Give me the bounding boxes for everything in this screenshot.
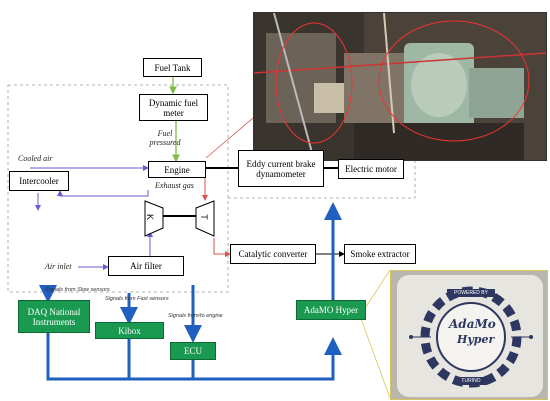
fuel-tank-box: Fuel Tank xyxy=(143,58,202,77)
compressor-shape xyxy=(144,200,164,237)
air-inlet-label: Air inlet xyxy=(45,262,72,271)
intercooler-box: Intercooler xyxy=(9,171,69,191)
cooled-air-label: Cooled air xyxy=(18,154,53,163)
logo-powered-by: POWERED BY xyxy=(447,289,495,297)
signal-fast-label: Signals from Fast sensors xyxy=(105,296,169,302)
test-cell-boundary xyxy=(7,84,229,293)
fuel-pressured-label: Fuel pressured xyxy=(149,129,181,147)
logo-brand: TURINO xyxy=(455,377,487,385)
engine-bench-illustration xyxy=(254,13,546,160)
daq-box: DAQ National Instruments xyxy=(18,300,90,333)
engine-box: Engine xyxy=(148,161,206,178)
smoke-extractor-box: Smoke extractor xyxy=(344,244,416,264)
turbine-shape xyxy=(195,200,215,237)
ecu-box: ECU xyxy=(170,342,216,360)
dynamometer-box: Eddy current brake dynamometer xyxy=(238,150,324,187)
turbine-label: T xyxy=(198,214,209,220)
signal-slow-label: Signals from Slow sensors xyxy=(45,287,110,293)
kibox-box: Kibox xyxy=(95,322,164,339)
adamo-hyper-box: AdaMO Hyper xyxy=(296,300,366,320)
engine-bench-photo xyxy=(253,12,547,161)
catalytic-converter-box: Catalytic converter xyxy=(230,244,316,264)
logo-sub: Hyper xyxy=(457,333,495,346)
adamo-device-photo: POWERED BY AdaMo Hyper TURINO xyxy=(390,270,548,400)
exhaust-gas-label: Exhaust gas xyxy=(155,181,194,190)
test-cell-boundary-right xyxy=(228,160,416,199)
logo-name: AdaMo xyxy=(449,317,496,331)
compressor-label: K xyxy=(145,213,156,221)
turbocharger xyxy=(144,200,215,237)
signal-engine-label: Signals from/to engine xyxy=(168,313,223,319)
fuel-meter-box: Dynamic fuel meter xyxy=(139,94,208,121)
air-filter-box: Air filter xyxy=(108,256,184,276)
electric-motor-box: Electric motor xyxy=(338,159,404,179)
